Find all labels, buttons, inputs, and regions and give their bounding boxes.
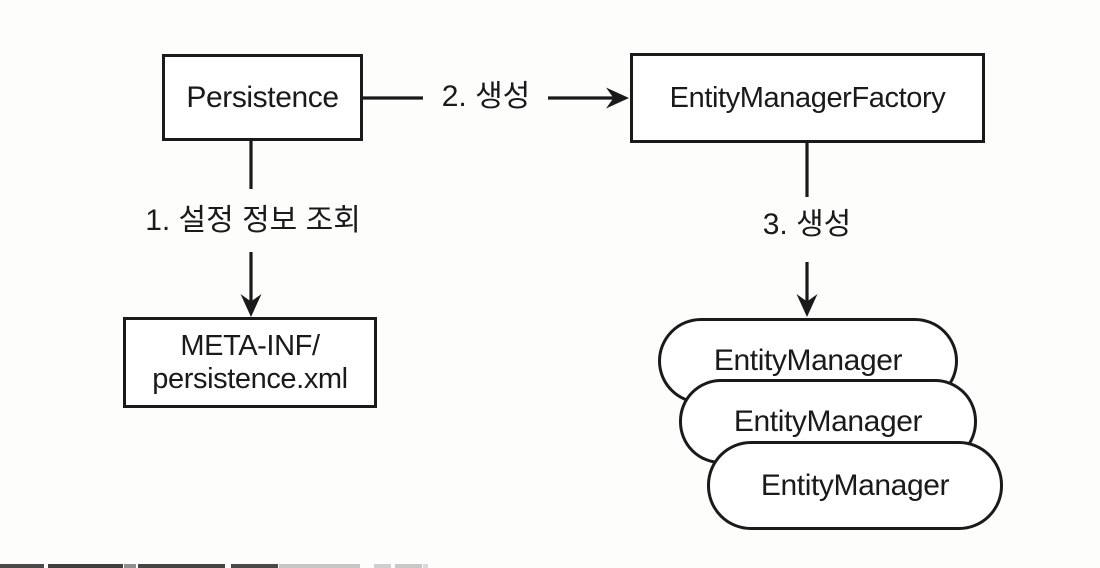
scan-artifact-segment [279,564,360,568]
scan-artifact-segment [138,564,225,568]
entity-manager-node-3-label: EntityManager [760,468,950,502]
config-file-node: META-INF/ persistence.xml [123,317,377,408]
entity-manager-node-1-label: EntityManager [713,344,903,377]
edge-create-managers-arrowhead-icon [796,294,818,317]
persistence-node-label: Persistence [186,80,339,114]
edge-config-lookup-label: 1. 설정 정보 조회 [145,204,361,237]
entity-manager-node-2-label: EntityManager [733,404,923,438]
entity-manager-factory-node-label: EntityManagerFactory [669,81,946,114]
scan-artifact-segment [124,564,136,568]
persistence-node: Persistence [162,54,363,141]
entity-manager-node-3: EntityManager [707,441,1003,530]
edge-create-managers-label: 3. 생성 [762,208,852,241]
config-file-path-line2: persistence.xml [152,362,348,395]
scan-artifact-segment [395,564,422,568]
scan-artifact-segment [423,564,428,568]
config-file-path-line1: META-INF/ [180,329,320,362]
scan-artifact-segment [48,564,123,568]
entity-manager-factory-node: EntityManagerFactory [630,53,985,143]
scan-artifact-segment [0,564,44,568]
scan-artifact-segment [374,564,391,568]
scan-artifact-band [0,564,1100,568]
edge-create-factory-arrowhead-icon [606,87,629,109]
scan-artifact-segment [231,564,278,568]
edge-create-factory-label: 2. 생성 [441,80,531,113]
edge-config-lookup-arrowhead-icon [240,294,262,317]
